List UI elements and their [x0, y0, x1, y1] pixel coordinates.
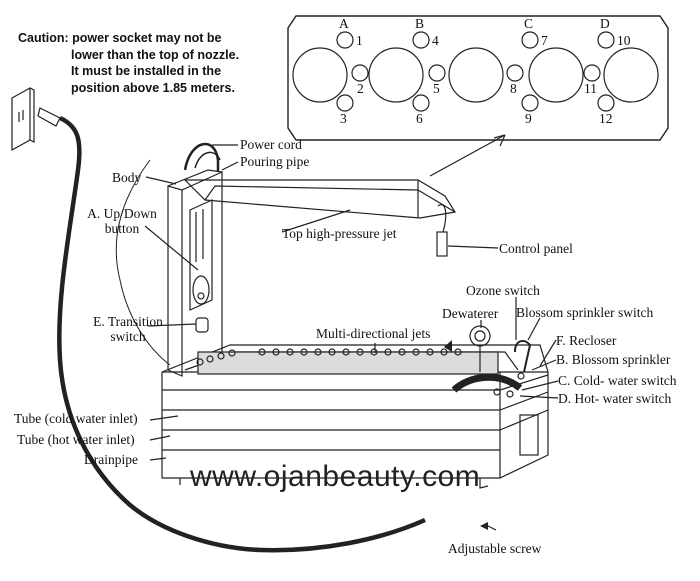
label-cold-water-switch: C. Cold- water switch [558, 373, 677, 388]
label-recloser: F. Recloser [556, 333, 617, 348]
label-pouring-pipe: Pouring pipe [240, 154, 310, 169]
nozzle-number-5: 5 [433, 81, 440, 96]
label-tube-hot: Tube (hot water inlet) [17, 432, 135, 447]
nozzle-group-c-label: C [524, 16, 534, 31]
nozzle-number-11: 11 [584, 81, 597, 96]
nozzle-number-10: 10 [617, 33, 631, 48]
label-up-down-line-2: button [104, 221, 140, 236]
jets-row [196, 348, 462, 366]
label-transition-line-2: switch [110, 329, 146, 344]
nozzle-number-6: 6 [416, 111, 423, 126]
nozzle-group-d-label: D [600, 16, 610, 31]
nozzle-number-12: 12 [599, 111, 613, 126]
label-transition-line-1: E. Transition [93, 314, 163, 329]
label-body: Body [112, 170, 142, 185]
label-control-panel: Control panel [499, 241, 573, 256]
wall-outlet [11, 86, 31, 152]
label-top-jet: Top high-pressure jet [282, 226, 397, 241]
nozzle-number-3: 3 [340, 111, 347, 126]
label-tube-cold: Tube (cold water inlet) [14, 411, 138, 426]
body-column [167, 185, 183, 377]
watermark: www.ojanbeauty.com [190, 460, 481, 493]
bed-body [161, 372, 501, 479]
nozzle-number-7: 7 [541, 33, 548, 48]
label-transition-switch: E. Transition switch [78, 314, 178, 344]
label-hot-water-switch: D. Hot- water switch [558, 391, 672, 406]
nozzle-number-1: 1 [356, 33, 363, 48]
nozzle-number-2: 2 [357, 81, 364, 96]
caution-note: Caution: power socket may not be lower t… [18, 30, 278, 96]
label-blossom-sprinkler: B. Blossom sprinkler [556, 352, 671, 367]
nozzle-number-9: 9 [525, 111, 532, 126]
nozzle-group-b-label: B [415, 16, 425, 31]
label-ozone-switch: Ozone switch [466, 283, 540, 298]
caution-line-1: Caution: power socket may not be [18, 31, 222, 45]
label-up-down-button: A. Up/Down button [78, 206, 166, 236]
label-blossom-sprinkler-switch: Blossom sprinkler switch [516, 305, 654, 320]
nozzle-number-4: 4 [432, 33, 439, 48]
label-multi-directional-jets: Multi-directional jets [316, 326, 431, 341]
nozzle-number-8: 8 [510, 81, 517, 96]
caution-line-2: lower than the top of nozzle. [71, 47, 240, 62]
nozzle-panel-outline [287, 15, 669, 141]
label-drainpipe: Drainpipe [84, 452, 138, 467]
label-dewaterer: Dewaterer [442, 306, 499, 321]
caution-line-3: It must be installed in the [71, 64, 222, 78]
nozzle-group-a-label: A [339, 16, 349, 31]
label-up-down-line-1: A. Up/Down [87, 206, 157, 221]
label-power-cord: Power cord [240, 137, 302, 152]
caution-line-4: position above 1.85 meters. [71, 80, 235, 95]
label-adjustable-screw: Adjustable screw [448, 541, 542, 556]
